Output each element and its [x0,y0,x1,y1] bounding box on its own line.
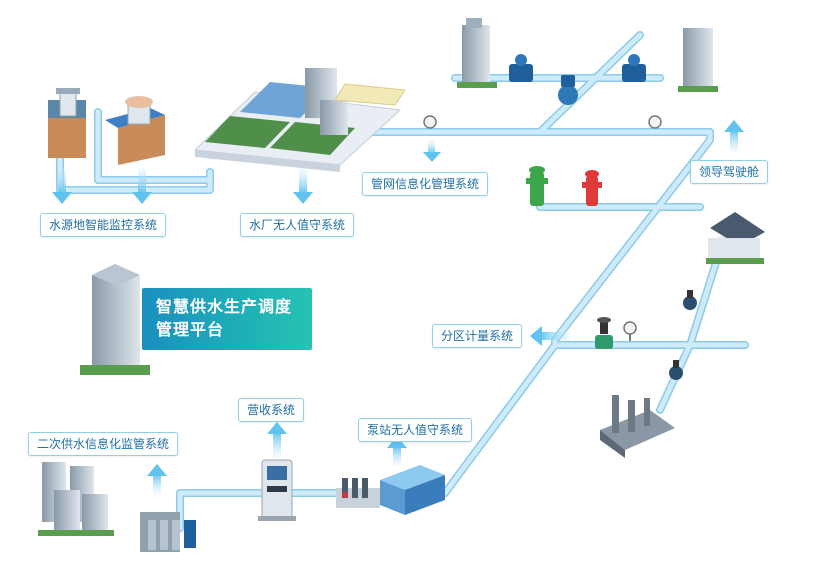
arrow-down-icon [132,168,152,204]
arrow-down-icon [293,168,313,204]
office-tower-icon [80,264,150,375]
pipe-network-management-label[interactable]: 管网信息化管理系统 [362,172,489,196]
atm-terminal-icon [258,459,296,521]
water-meter-icon [622,54,646,82]
booster-pump-icon [140,512,196,552]
office-building-icon [457,18,497,88]
billing-system-label[interactable]: 营收系统 [238,398,305,422]
office-building-icon [678,28,718,92]
smart-water-platform-card[interactable]: 智慧供水生产调度 管理平台 [142,288,312,350]
arrow-left-icon [530,326,570,346]
secondary-supply-monitoring-label[interactable]: 二次供水信息化监管系统 [28,432,179,456]
pressure-gauge-icon [623,321,637,341]
platform-title-line1: 智慧供水生产调度 [156,297,293,316]
arrow-up-icon [387,436,407,466]
pump-station-icon [336,465,445,515]
water-meter-icon [509,54,533,82]
water-source-monitoring-label[interactable]: 水源地智能监控系统 [40,213,167,237]
arrow-up-icon [147,464,167,494]
water-plant-icon [193,68,406,172]
arrow-up-icon [724,120,744,152]
district-metering-label[interactable]: 分区计量系统 [432,324,523,348]
flow-arrows [52,120,744,494]
leadership-cockpit-label[interactable]: 领导驾驶舱 [690,160,769,184]
fire-hydrant-icon [526,166,548,206]
valve-icon [683,290,697,310]
flow-meter-icon [558,75,578,105]
water-plant-unattended-label[interactable]: 水厂无人值守系统 [240,213,355,237]
house-icon [706,212,765,264]
water-tower-icon [105,96,165,165]
arrow-down-icon [423,140,441,162]
fire-hydrant-icon [582,170,602,206]
arrow-down-icon [52,168,72,204]
valve-icon [669,360,683,380]
factory-icon [600,395,675,458]
pressure-gauge-icon [423,115,437,129]
arrow-up-icon [267,422,287,458]
platform-title-line2: 管理平台 [156,320,225,339]
pump-station-unattended-label[interactable]: 泵站无人值守系统 [358,418,473,442]
residential-buildings-icon [38,462,114,536]
well-building-icon [48,88,86,158]
valve-icon [595,317,613,349]
pressure-gauge-icon [648,115,662,129]
